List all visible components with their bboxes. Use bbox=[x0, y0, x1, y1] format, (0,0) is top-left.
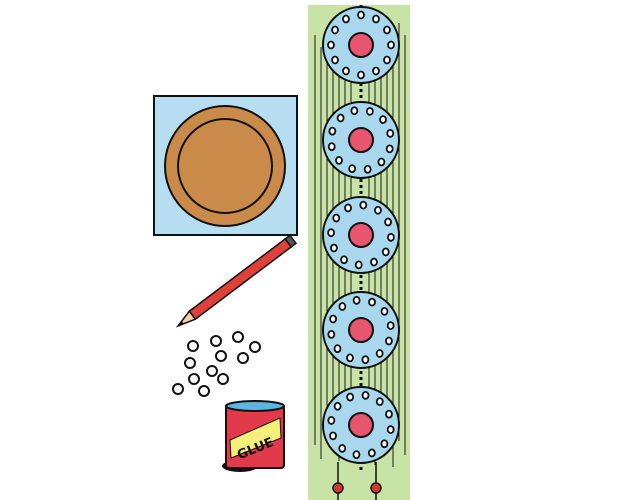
disc-hole bbox=[327, 40, 335, 50]
disc-hole bbox=[387, 232, 395, 242]
loose-sequin bbox=[198, 385, 210, 397]
disc-hole bbox=[367, 448, 376, 458]
loose-sequin bbox=[187, 340, 199, 352]
disc-hole bbox=[361, 355, 370, 365]
loose-sequin bbox=[206, 365, 218, 377]
disc-hole bbox=[331, 25, 339, 35]
disc-hole bbox=[380, 439, 389, 449]
disc-hole bbox=[328, 126, 337, 136]
disc-hole bbox=[383, 25, 391, 35]
sequin-disc bbox=[322, 6, 400, 84]
dangling-bead bbox=[332, 482, 344, 494]
disc-hole bbox=[386, 321, 395, 331]
disc-hole bbox=[357, 10, 365, 20]
disc-hole bbox=[383, 55, 391, 65]
disc-hole bbox=[375, 349, 384, 358]
disc-hole bbox=[335, 155, 343, 165]
disc-hole bbox=[372, 66, 380, 76]
disc-hole bbox=[342, 14, 350, 24]
disc-hole bbox=[384, 336, 393, 346]
disc-hole bbox=[380, 306, 389, 316]
sequin-disc bbox=[322, 386, 400, 464]
disc-hole bbox=[348, 164, 357, 174]
disc-hole bbox=[365, 106, 374, 116]
disc-hole bbox=[327, 142, 336, 152]
disc-hole bbox=[336, 113, 345, 123]
disc-hole bbox=[329, 314, 338, 324]
loose-sequin bbox=[210, 335, 222, 347]
loose-sequin bbox=[237, 352, 249, 364]
paper-plate bbox=[164, 105, 286, 227]
loose-sequin bbox=[172, 383, 184, 395]
disc-hole bbox=[386, 425, 395, 434]
disc-hole bbox=[344, 203, 352, 213]
disc-hole bbox=[379, 115, 387, 125]
disc-hole bbox=[342, 66, 350, 76]
loose-sequin bbox=[249, 341, 261, 353]
pencil bbox=[175, 234, 298, 328]
sequin-disc bbox=[322, 101, 400, 179]
sequin-disc bbox=[322, 291, 400, 369]
disc-hole bbox=[329, 431, 337, 441]
disc-hole bbox=[357, 70, 365, 80]
loose-sequin bbox=[188, 373, 200, 385]
disc-hole bbox=[374, 205, 382, 215]
disc-hole bbox=[372, 14, 380, 24]
disc-hole bbox=[327, 416, 336, 425]
disc-hole bbox=[327, 228, 335, 238]
disc-hole bbox=[386, 128, 395, 138]
disc-hole bbox=[381, 247, 390, 257]
disc-hole bbox=[354, 260, 363, 270]
disc-hole bbox=[333, 344, 342, 354]
disc-hole bbox=[385, 409, 393, 419]
disc-hole bbox=[363, 164, 372, 174]
disc-hole bbox=[333, 401, 342, 411]
loose-sequin bbox=[215, 350, 227, 362]
paper-plate-rim bbox=[177, 118, 273, 214]
disc-chain bbox=[322, 5, 400, 500]
disc-hole bbox=[370, 257, 378, 267]
disc-hole bbox=[387, 40, 395, 50]
disc-hole bbox=[359, 200, 368, 210]
disc-hole bbox=[350, 106, 359, 116]
disc-hole bbox=[340, 255, 348, 265]
loose-sequin bbox=[232, 331, 244, 343]
disc-hole bbox=[352, 295, 361, 305]
disc-hole bbox=[377, 157, 386, 167]
disc-hole bbox=[361, 390, 370, 400]
disc-hole bbox=[331, 55, 339, 65]
disc-hole bbox=[385, 144, 394, 154]
disc-hole bbox=[338, 302, 347, 311]
disc-hole bbox=[332, 213, 341, 223]
sequin-disc bbox=[322, 196, 400, 274]
glue-can: GLUE bbox=[222, 400, 285, 472]
disc-hole bbox=[375, 397, 384, 407]
disc-hole bbox=[384, 217, 392, 227]
disc-hole bbox=[327, 329, 336, 339]
disc-hole bbox=[346, 392, 355, 402]
disc-hole bbox=[338, 443, 347, 453]
disc-hole bbox=[368, 297, 376, 307]
loose-sequins bbox=[172, 331, 261, 397]
disc-hole bbox=[352, 450, 361, 460]
disc-hole bbox=[346, 353, 354, 363]
loose-sequin bbox=[217, 373, 229, 385]
disc-hole bbox=[330, 243, 338, 253]
dangling-bead bbox=[370, 482, 382, 494]
loose-sequin bbox=[184, 357, 196, 369]
